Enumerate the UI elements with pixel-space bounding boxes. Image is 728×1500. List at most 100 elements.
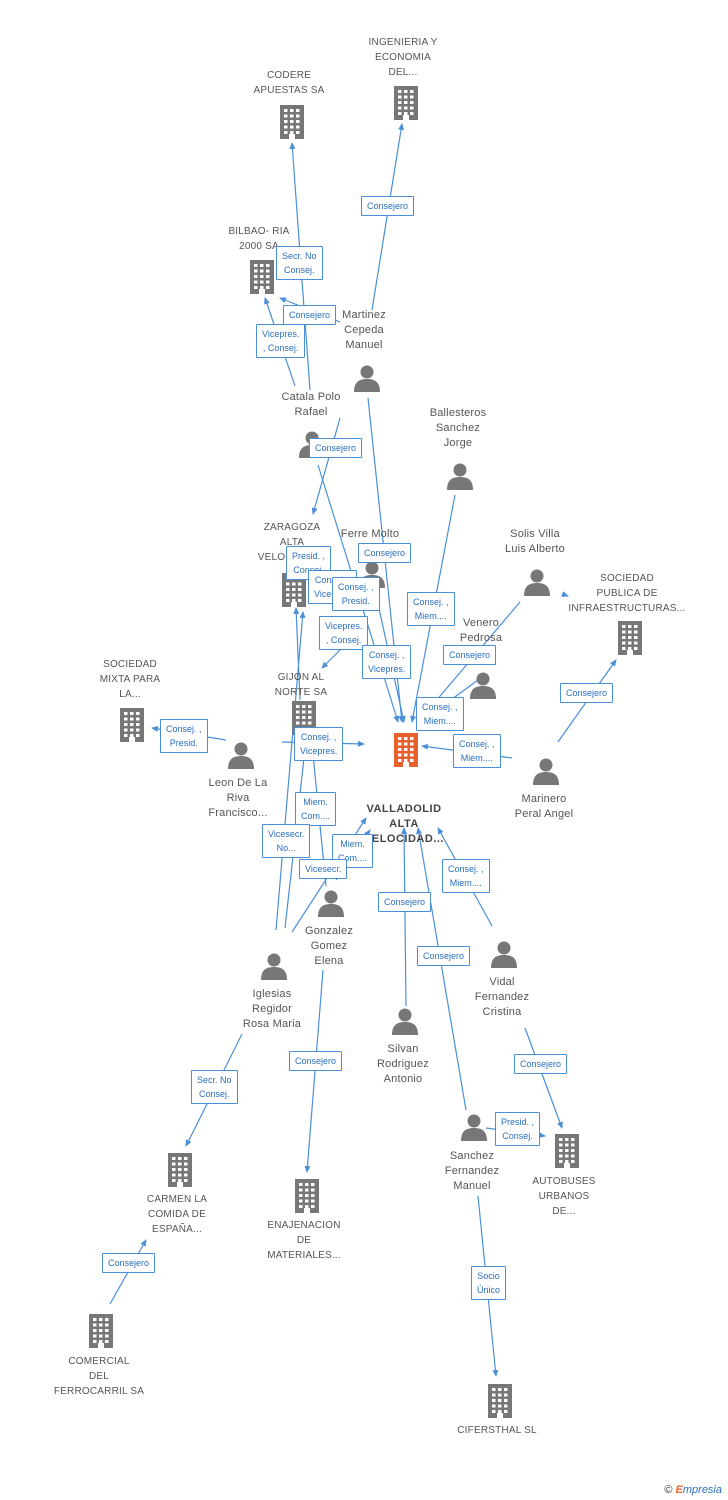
relation-badge-b-consejero-bilbao[interactable]: Consejero (283, 305, 337, 325)
relation-badge-b-ingenieria[interactable]: Consejero (361, 196, 415, 216)
node-label-line: MATERIALES... (267, 1250, 341, 1261)
building-icon-sociedad-mixta[interactable] (118, 708, 146, 747)
relation-badge-b-consej-miem-vidal[interactable]: Consej. ,Miem.... (442, 859, 490, 893)
relation-badge-b-vicepres-consej[interactable]: Vicepres., Consej. (319, 616, 369, 650)
relation-badge-b-consejero-autob[interactable]: Consejero (514, 1054, 568, 1074)
relation-badge-b-consejero-silvan[interactable]: Consejero (378, 892, 432, 912)
relation-badge-b-vicesecr2[interactable]: Vicesecr. (299, 859, 348, 879)
node-label-line: 2000 SA (239, 241, 279, 252)
relation-badge-b-consejero-catala[interactable]: Consejero (309, 438, 363, 458)
node-label-line: Cristina (482, 1006, 522, 1018)
building-icon-cifersthal[interactable] (486, 1384, 514, 1423)
relation-badge-b-consej-presid-mixta[interactable]: Consej. ,Presid. (160, 719, 208, 753)
relation-badge-line: Vicepres. (325, 621, 363, 631)
relation-badge-b-miem-com1[interactable]: Miem.Com.... (295, 792, 337, 826)
node-label-line: COMIDA DE (148, 1209, 206, 1220)
relation-badge-b-consejero-publica[interactable]: Consejero (560, 683, 614, 703)
relation-badge-b-consejero-sanchez[interactable]: Consejero (417, 946, 471, 966)
footer-brand: © Empresia (664, 1484, 722, 1496)
person-icon-martinez[interactable] (353, 364, 381, 397)
relation-badge-line: Consejero (449, 650, 491, 660)
edge-catala-zaragoza (311, 417, 341, 515)
relation-badge-b-consejero-comercial[interactable]: Consejero (102, 1253, 156, 1273)
building-icon-bilbao[interactable] (248, 260, 276, 299)
relation-badge-line: Consej. , (448, 864, 484, 874)
node-label-line: DE... (552, 1206, 576, 1217)
person-icon-ballesteros[interactable] (446, 462, 474, 495)
person-icon-silvan[interactable] (391, 1007, 419, 1040)
relation-badge-b-presid-autob[interactable]: Presid. ,Consej. (495, 1112, 541, 1146)
node-label-line: GIJON AL (277, 672, 325, 683)
building-icon-sociedad-publica[interactable] (616, 621, 644, 660)
relation-badge-line: Miem.... (423, 716, 456, 726)
person-icon-solis[interactable] (523, 568, 551, 601)
relation-badge-b-consejero-enaj[interactable]: Consejero (289, 1051, 343, 1071)
node-label-line: Fernandez (444, 1165, 500, 1177)
relation-badge-line: No... (276, 843, 296, 853)
person-icon-iglesias[interactable] (260, 952, 288, 985)
person-icon-sanchez[interactable] (460, 1113, 488, 1146)
node-label-line: DE (296, 1235, 312, 1246)
relation-badge-b-consejero-venero[interactable]: Consejero (443, 645, 497, 665)
relation-badge-b-consej-vicepres-ferre[interactable]: Consej. ,Vicepres. (362, 645, 412, 679)
relation-badge-line: Consej. , (338, 582, 374, 592)
node-label-line: Manuel (345, 339, 383, 351)
node-label-line: Martinez (342, 309, 386, 321)
relation-badge-line: Miem. (340, 839, 365, 849)
person-icon-gonzalez[interactable] (317, 889, 345, 922)
node-label-line: Regidor (252, 1003, 292, 1015)
node-label-cifersthal[interactable]: CIFERSTHAL SL (435, 1423, 559, 1438)
node-label-line: Gonzalez (304, 925, 354, 937)
relation-badge-b-vicepres-bilbao[interactable]: Vicepres., Consej. (256, 324, 306, 358)
building-icon-comercial[interactable] (87, 1314, 115, 1353)
building-icon-carmen[interactable] (166, 1153, 194, 1192)
person-icon-leon[interactable] (227, 741, 255, 774)
relation-badge-b-consej-vicepres-leon[interactable]: Consej. ,Vicepres. (294, 727, 344, 761)
person-icon-vidal[interactable] (490, 940, 518, 973)
node-label-line: Cepeda (344, 324, 384, 336)
relation-badge-b-consej-miem-ball[interactable]: Consej. ,Miem.... (407, 592, 455, 626)
building-icon-ingenieria[interactable] (392, 86, 420, 125)
relation-badge-b-consej-presid[interactable]: Consej. ,Presid. (332, 577, 380, 611)
relation-badge-b-consej-miem-marinero[interactable]: Consej. ,Miem.... (453, 734, 501, 768)
person-icon-marinero[interactable] (532, 757, 560, 790)
building-icon-enajenacion[interactable] (293, 1179, 321, 1218)
relation-badge-b-consejero-ferre[interactable]: Consejero (358, 543, 412, 563)
building-icon-autobuses[interactable] (553, 1134, 581, 1173)
relation-badge-b-consej-miem-solis[interactable]: Consej. ,Miem.... (416, 697, 464, 731)
relation-badge-b-vicesecr[interactable]: Vicesecr.No... (262, 824, 311, 858)
node-label-line: APUESTAS SA (253, 85, 325, 96)
building-icon-valladolid[interactable] (392, 733, 420, 772)
person-icon-venero[interactable] (469, 671, 497, 704)
node-label-line: Pedrosa (459, 632, 503, 644)
node-label-line: ZARAGOZA (263, 522, 321, 533)
building-icon-codere[interactable] (278, 105, 306, 144)
